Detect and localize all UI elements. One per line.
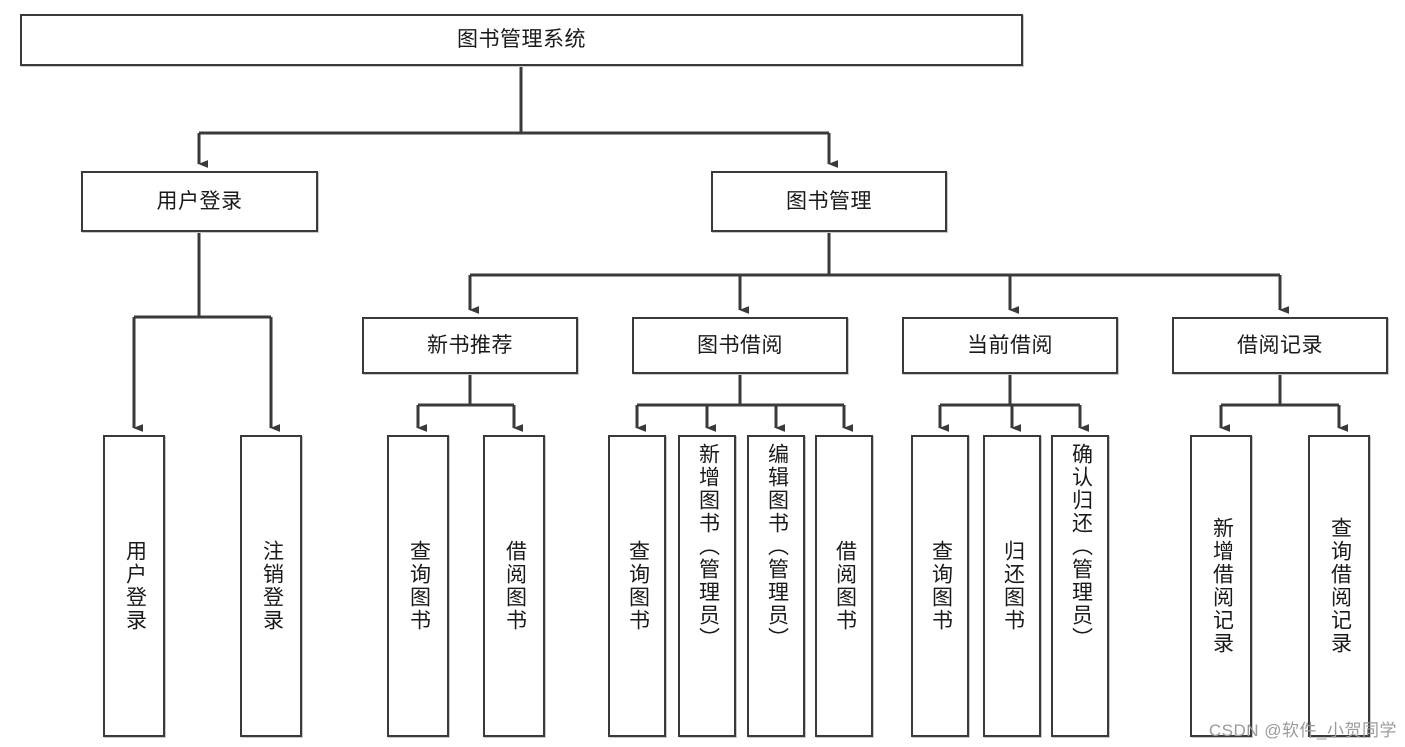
node-leaf-query-borrow-record[interactable]: 查询借阅记录 xyxy=(1308,435,1370,737)
node-leaf-borrow-book-label: 借阅图书 xyxy=(833,540,857,632)
node-borrow-record-label: 借阅记录 xyxy=(1237,333,1323,357)
node-root-label: 图书管理系统 xyxy=(457,28,586,52)
node-root[interactable]: 图书管理系统 xyxy=(20,14,1023,66)
node-leaf-query-book-rec[interactable]: 查询图书 xyxy=(387,435,449,737)
node-leaf-user-logout[interactable]: 注销登录 xyxy=(240,435,302,737)
node-leaf-user-logout-label: 注销登录 xyxy=(260,540,284,632)
node-leaf-add-borrow-record[interactable]: 新增借阅记录 xyxy=(1190,435,1252,737)
node-leaf-user-login[interactable]: 用户登录 xyxy=(103,435,165,737)
node-leaf-borrow-book[interactable]: 借阅图书 xyxy=(815,435,873,737)
node-leaf-return-book[interactable]: 归还图书 xyxy=(983,435,1041,737)
node-leaf-borrow-book-rec-label: 借阅图书 xyxy=(503,540,527,632)
node-leaf-confirm-return-admin[interactable]: 确认归还（管理员） xyxy=(1051,435,1109,737)
node-leaf-add-borrow-record-label: 新增借阅记录 xyxy=(1210,517,1234,655)
node-new-book-recommend-label: 新书推荐 xyxy=(427,333,513,357)
node-leaf-return-book-label: 归还图书 xyxy=(1001,540,1025,632)
node-current-borrow-label: 当前借阅 xyxy=(967,333,1053,357)
node-leaf-confirm-return-admin-label: 确认归还（管理员） xyxy=(1069,443,1093,650)
node-leaf-query-book-borrow[interactable]: 查询图书 xyxy=(608,435,666,737)
node-book-borrow-label: 图书借阅 xyxy=(697,333,783,357)
node-leaf-edit-book-admin[interactable]: 编辑图书（管理员） xyxy=(747,435,805,737)
node-borrow-record[interactable]: 借阅记录 xyxy=(1172,317,1388,374)
node-leaf-query-book-borrow-label: 查询图书 xyxy=(626,540,650,632)
node-leaf-user-login-label: 用户登录 xyxy=(123,540,147,632)
node-leaf-edit-book-admin-label: 编辑图书（管理员） xyxy=(765,443,789,650)
node-leaf-add-book-admin-label: 新增图书（管理员） xyxy=(696,443,720,650)
node-new-book-recommend[interactable]: 新书推荐 xyxy=(362,317,578,374)
node-leaf-query-book-current[interactable]: 查询图书 xyxy=(911,435,969,737)
node-leaf-query-borrow-record-label: 查询借阅记录 xyxy=(1328,517,1352,655)
node-leaf-query-book-rec-label: 查询图书 xyxy=(407,540,431,632)
node-current-borrow[interactable]: 当前借阅 xyxy=(902,317,1118,374)
node-user-login-label: 用户登录 xyxy=(156,189,243,213)
node-book-management-label: 图书管理 xyxy=(786,189,872,213)
node-leaf-add-book-admin[interactable]: 新增图书（管理员） xyxy=(678,435,736,737)
node-book-borrow[interactable]: 图书借阅 xyxy=(632,317,848,374)
node-user-login[interactable]: 用户登录 xyxy=(81,171,318,232)
node-leaf-borrow-book-rec[interactable]: 借阅图书 xyxy=(483,435,545,737)
node-leaf-query-book-current-label: 查询图书 xyxy=(929,540,953,632)
node-book-management[interactable]: 图书管理 xyxy=(711,171,947,232)
